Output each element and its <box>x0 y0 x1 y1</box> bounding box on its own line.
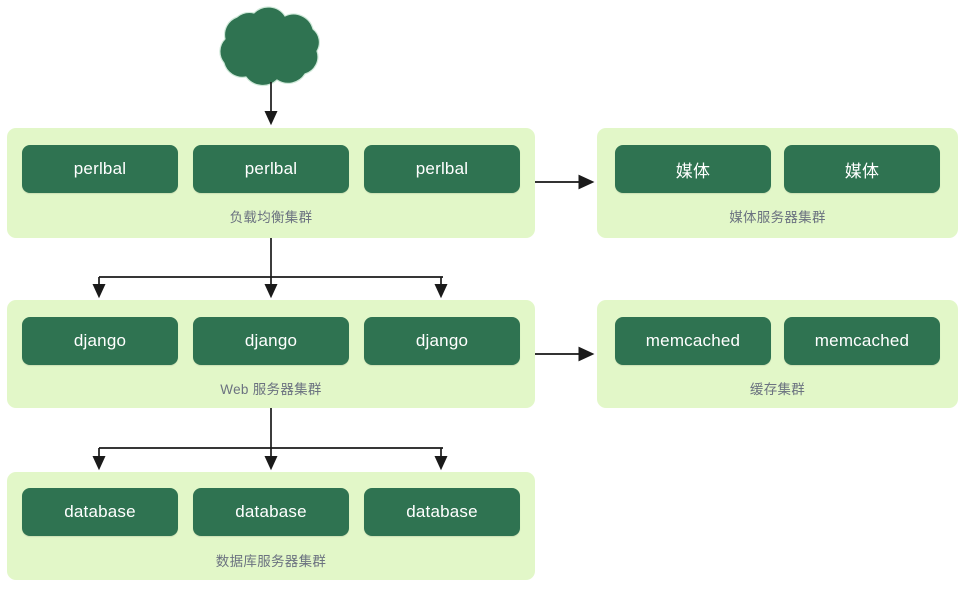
node-database-3[interactable]: database <box>364 488 520 536</box>
connector-lb-to-web <box>92 238 448 299</box>
node-row-web: django django django <box>7 317 535 365</box>
cluster-label-cache: 缓存集群 <box>749 382 806 397</box>
connector-web-to-db <box>92 408 448 471</box>
node-database-2[interactable]: database <box>193 488 349 536</box>
cluster-label-web-server: Web 服务器集群 <box>220 382 322 397</box>
cluster-label-load-balancer: 负载均衡集群 <box>229 210 313 225</box>
cluster-web-server: django django django Web 服务器集群 <box>7 300 535 408</box>
cluster-label-database-server: 数据库服务器集群 <box>215 554 327 569</box>
cluster-media-server: 媒体 媒体 媒体服务器集群 <box>597 128 958 238</box>
node-row-database: database database database <box>7 488 535 536</box>
internet-cloud-icon <box>219 6 320 87</box>
cluster-label-media-server: 媒体服务器集群 <box>729 210 826 225</box>
cluster-load-balancer: perlbal perlbal perlbal 负载均衡集群 <box>7 128 535 238</box>
node-media-1[interactable]: 媒体 <box>615 145 771 193</box>
node-django-2[interactable]: django <box>193 317 349 365</box>
node-database-1[interactable]: database <box>22 488 178 536</box>
node-django-3[interactable]: django <box>364 317 520 365</box>
cluster-cache: memcached memcached 缓存集群 <box>597 300 958 408</box>
node-perlbal-2[interactable]: perlbal <box>193 145 349 193</box>
node-perlbal-3[interactable]: perlbal <box>364 145 520 193</box>
node-perlbal-1[interactable]: perlbal <box>22 145 178 193</box>
node-media-2[interactable]: 媒体 <box>784 145 940 193</box>
cluster-database-server: database database database 数据库服务器集群 <box>7 472 535 580</box>
node-memcached-2[interactable]: memcached <box>784 317 940 365</box>
node-row-load-balancer: perlbal perlbal perlbal <box>7 145 535 193</box>
node-memcached-1[interactable]: memcached <box>615 317 771 365</box>
node-row-media: 媒体 媒体 <box>597 145 958 193</box>
node-row-cache: memcached memcached <box>597 317 958 365</box>
node-django-1[interactable]: django <box>22 317 178 365</box>
